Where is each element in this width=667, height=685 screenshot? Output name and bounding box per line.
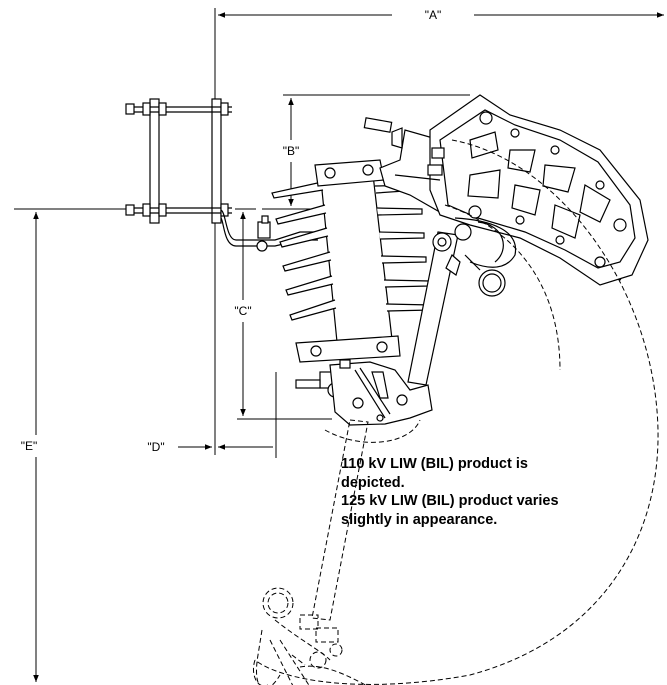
dimension-c-label: "C"	[234, 304, 251, 318]
mounting-bracket	[125, 98, 318, 252]
open-position-phantom	[253, 139, 659, 685]
insulator	[271, 159, 432, 363]
dimension-b-label: "B"	[283, 144, 300, 158]
lower-contact-assembly	[295, 359, 433, 426]
note-line-2: depicted.	[341, 474, 405, 491]
dimension-a-label: "A"	[425, 8, 442, 22]
dimension-d-label: "D"	[147, 440, 164, 454]
note-line-3: 125 kV LIW (BIL) product varies	[341, 493, 559, 509]
note-line-4: slightly in appearance.	[341, 511, 498, 528]
dimension-lines	[14, 8, 664, 682]
product-note: 110 kV LIW (BIL) product is depicted. 12…	[341, 455, 641, 529]
upper-contact-assembly	[363, 94, 649, 286]
fuse-tube	[407, 217, 517, 386]
note-line-1: 110 kV LIW (BIL) product is	[341, 456, 528, 472]
dimension-e-label: "E"	[21, 439, 38, 453]
